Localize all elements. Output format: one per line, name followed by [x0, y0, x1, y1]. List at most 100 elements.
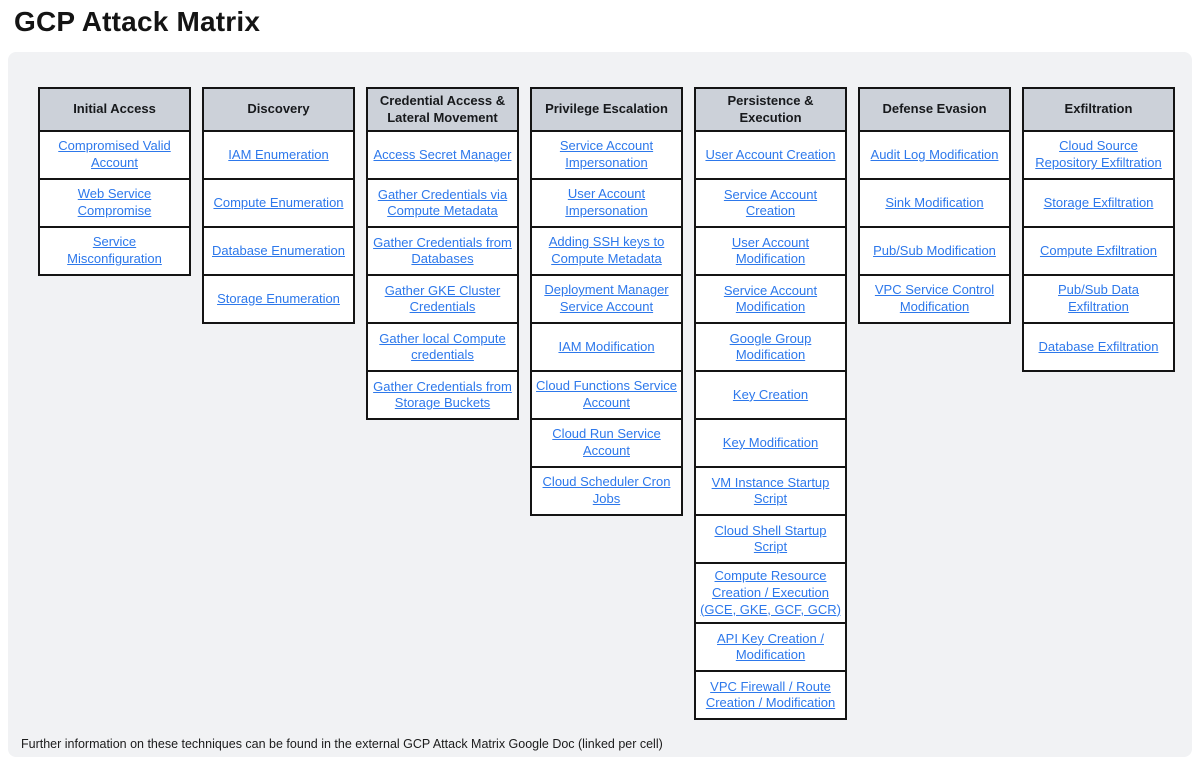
technique-cell: Compute Enumeration: [202, 178, 355, 228]
column-header: Exfiltration: [1022, 87, 1175, 132]
technique-link[interactable]: Cloud Run Service Account: [552, 426, 661, 458]
technique-link[interactable]: Gather GKE Cluster Credentials: [384, 282, 501, 315]
technique-cell: Gather local Compute credentials: [366, 322, 519, 373]
technique-cell: Compute Exfiltration: [1022, 226, 1175, 276]
technique-link[interactable]: Deployment Manager Service Account: [544, 282, 669, 314]
technique-cell: Key Modification: [694, 418, 847, 469]
technique-cell: Database Exfiltration: [1022, 322, 1175, 372]
technique-link[interactable]: VPC Service Control Modification: [874, 282, 995, 314]
technique-link[interactable]: User Account Impersonation: [565, 186, 648, 218]
technique-link[interactable]: Storage Enumeration: [217, 290, 340, 306]
technique-cell: Cloud Source Repository Exfiltration: [1022, 130, 1175, 180]
column-header: Defense Evasion: [858, 87, 1011, 132]
technique-link[interactable]: Compromised Valid Account: [58, 138, 171, 170]
technique-link[interactable]: IAM Enumeration: [228, 146, 329, 162]
technique-cell: Sink Modification: [858, 178, 1011, 228]
technique-link[interactable]: Database Enumeration: [212, 242, 345, 258]
technique-link[interactable]: Compute Resource Creation / Execution (G…: [700, 568, 841, 617]
technique-link[interactable]: User Account Creation: [705, 146, 836, 162]
technique-link[interactable]: Key Modification: [722, 434, 819, 450]
column-header: Initial Access: [38, 87, 191, 132]
technique-link[interactable]: Compute Enumeration: [213, 194, 344, 210]
technique-cell: Adding SSH keys to Compute Metadata: [530, 226, 683, 276]
technique-link[interactable]: Sink Modification: [885, 194, 984, 210]
technique-link[interactable]: Gather Credentials from Databases: [373, 234, 512, 267]
technique-cell: Web Service Compromise: [38, 178, 191, 228]
technique-cell: Compute Resource Creation / Execution (G…: [694, 562, 847, 625]
technique-link[interactable]: API Key Creation / Modification: [717, 630, 824, 663]
technique-link[interactable]: Gather Credentials from Storage Buckets: [373, 378, 512, 411]
technique-cell: Service Misconfiguration: [38, 226, 191, 276]
technique-cell: Database Enumeration: [202, 226, 355, 276]
technique-link[interactable]: Pub/Sub Data Exfiltration: [1058, 282, 1139, 314]
technique-link[interactable]: Cloud Shell Startup Script: [714, 522, 827, 555]
technique-cell: VPC Service Control Modification: [858, 274, 1011, 324]
technique-link[interactable]: Gather local Compute credentials: [379, 330, 506, 363]
footer-note: Further information on these techniques …: [21, 737, 663, 751]
technique-cell: Gather GKE Cluster Credentials: [366, 274, 519, 325]
technique-link[interactable]: Database Exfiltration: [1038, 338, 1159, 354]
technique-cell: User Account Impersonation: [530, 178, 683, 228]
technique-cell: Service Account Modification: [694, 274, 847, 325]
technique-link[interactable]: Key Creation: [732, 386, 809, 402]
column-header: Persistence & Execution: [694, 87, 847, 133]
technique-link[interactable]: Pub/Sub Modification: [873, 242, 996, 258]
technique-cell: Audit Log Modification: [858, 130, 1011, 180]
technique-link[interactable]: Compute Exfiltration: [1039, 242, 1158, 258]
technique-cell: Deployment Manager Service Account: [530, 274, 683, 324]
technique-link[interactable]: Audit Log Modification: [870, 146, 999, 162]
technique-link[interactable]: Service Misconfiguration: [67, 234, 162, 266]
technique-cell: Google Group Modification: [694, 322, 847, 373]
technique-cell: Cloud Functions Service Account: [530, 370, 683, 420]
technique-cell: Service Account Impersonation: [530, 130, 683, 180]
technique-link[interactable]: Storage Exfiltration: [1043, 194, 1154, 210]
technique-link[interactable]: Cloud Functions Service Account: [536, 378, 677, 410]
technique-link[interactable]: IAM Modification: [558, 338, 655, 354]
technique-link[interactable]: Gather Credentials via Compute Metadata: [377, 186, 508, 219]
technique-cell: Cloud Shell Startup Script: [694, 514, 847, 565]
technique-cell: Cloud Run Service Account: [530, 418, 683, 468]
technique-cell: Storage Exfiltration: [1022, 178, 1175, 228]
technique-cell: User Account Creation: [694, 130, 847, 181]
technique-link[interactable]: Service Account Creation: [723, 186, 818, 219]
technique-cell: Gather Credentials from Storage Buckets: [366, 370, 519, 421]
technique-cell: Pub/Sub Modification: [858, 226, 1011, 276]
technique-cell: Access Secret Manager: [366, 130, 519, 181]
column-header: Credential Access & Lateral Movement: [366, 87, 519, 133]
technique-link[interactable]: Web Service Compromise: [77, 186, 152, 218]
technique-cell: API Key Creation / Modification: [694, 622, 847, 673]
technique-cell: Service Account Creation: [694, 178, 847, 229]
technique-link[interactable]: VPC Firewall / Route Creation / Modifica…: [705, 678, 836, 711]
technique-cell: Pub/Sub Data Exfiltration: [1022, 274, 1175, 324]
technique-link[interactable]: Google Group Modification: [729, 330, 812, 363]
technique-cell: User Account Modification: [694, 226, 847, 277]
column-header: Privilege Escalation: [530, 87, 683, 132]
technique-link[interactable]: Adding SSH keys to Compute Metadata: [548, 234, 665, 266]
technique-link[interactable]: Service Account Impersonation: [559, 138, 654, 170]
technique-link[interactable]: Cloud Source Repository Exfiltration: [1035, 138, 1162, 170]
technique-cell: VM Instance Startup Script: [694, 466, 847, 517]
technique-cell: Cloud Scheduler Cron Jobs: [530, 466, 683, 516]
technique-link[interactable]: Access Secret Manager: [373, 146, 512, 162]
technique-cell: Compromised Valid Account: [38, 130, 191, 180]
technique-cell: Storage Enumeration: [202, 274, 355, 324]
technique-cell: IAM Enumeration: [202, 130, 355, 180]
technique-cell: VPC Firewall / Route Creation / Modifica…: [694, 670, 847, 721]
column-header: Discovery: [202, 87, 355, 132]
page-title: GCP Attack Matrix: [14, 6, 261, 37]
technique-link[interactable]: VM Instance Startup Script: [711, 474, 830, 507]
technique-link[interactable]: Service Account Modification: [723, 282, 818, 315]
technique-link[interactable]: Cloud Scheduler Cron Jobs: [542, 474, 671, 506]
technique-cell: Key Creation: [694, 370, 847, 421]
technique-link[interactable]: User Account Modification: [731, 234, 810, 267]
